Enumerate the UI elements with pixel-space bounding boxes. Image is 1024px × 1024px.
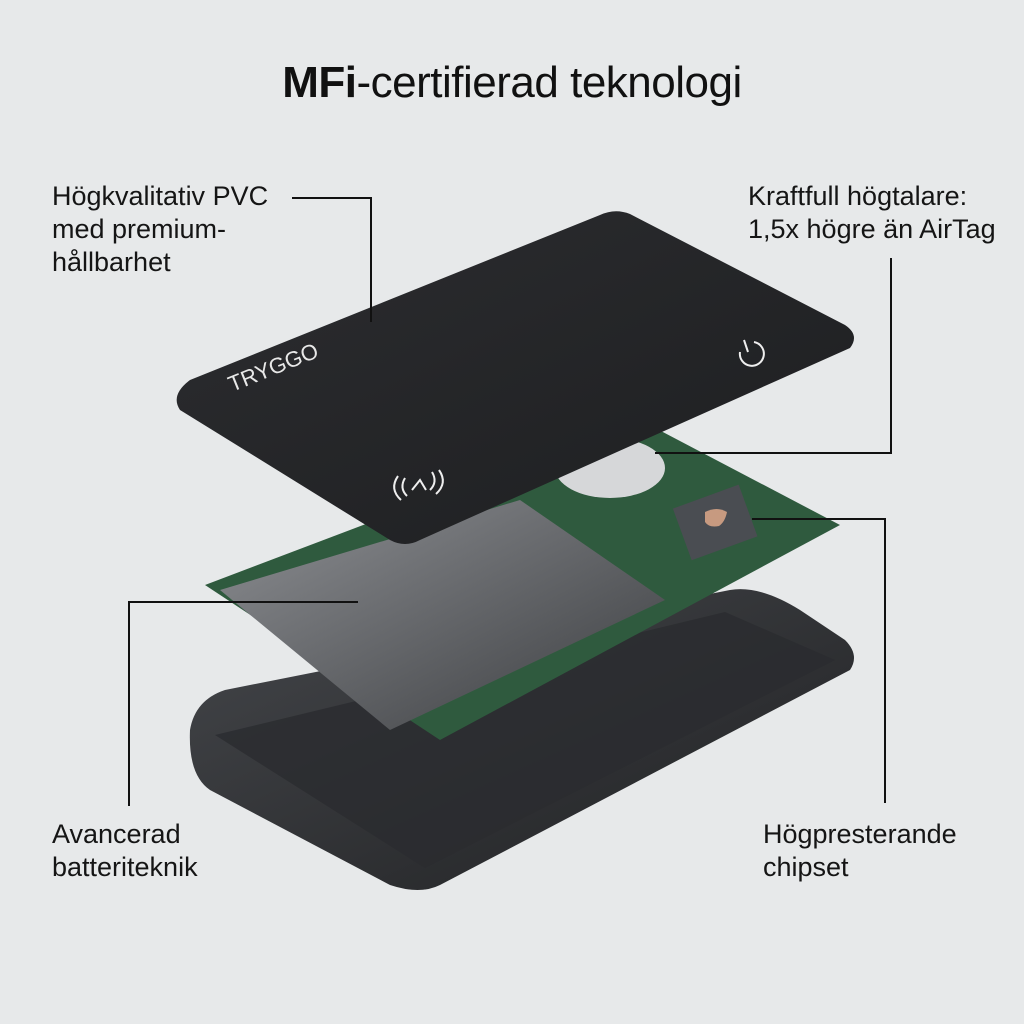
battery-callout-line-v xyxy=(128,601,130,806)
power-icon xyxy=(738,339,765,367)
callout-pvc: Högkvalitativ PVC med premium- hållbarhe… xyxy=(52,180,268,279)
pvc-callout-line-h xyxy=(292,197,372,199)
callout-pvc-line3: hållbarhet xyxy=(52,247,171,277)
pvc-card: TRYGGO xyxy=(176,211,854,544)
callout-chipset: Högpresterande chipset xyxy=(763,818,957,884)
callout-speaker: Kraftfull högtalare: 1,5x högre än AirTa… xyxy=(748,180,996,246)
page-title: MFi-certifierad teknologi xyxy=(0,58,1024,108)
chipset-callout-line-h xyxy=(752,518,886,520)
battery-callout-line-h xyxy=(128,601,358,603)
callout-pvc-line1: Högkvalitativ PVC xyxy=(52,181,269,211)
callout-chipset-line2: chipset xyxy=(763,852,849,882)
speaker-callout-line-v xyxy=(890,258,892,453)
callout-chipset-line1: Högpresterande xyxy=(763,819,957,849)
title-bold: MFi xyxy=(282,58,357,107)
callout-speaker-line1: Kraftfull högtalare: xyxy=(748,181,968,211)
speaker-callout-line-h xyxy=(655,452,892,454)
nfc-wireless-icon xyxy=(393,469,444,501)
pvc-callout-line-v xyxy=(370,197,372,322)
callout-battery-line2: batteriteknik xyxy=(52,852,198,882)
battery xyxy=(220,500,665,730)
callout-battery-line1: Avancerad xyxy=(52,819,181,849)
title-rest: -certifierad teknologi xyxy=(356,58,743,107)
callout-speaker-line2: 1,5x högre än AirTag xyxy=(748,214,996,244)
callout-battery: Avancerad batteriteknik xyxy=(52,818,198,884)
chipset-callout-line-v xyxy=(884,518,886,803)
callout-pvc-line2: med premium- xyxy=(52,214,227,244)
